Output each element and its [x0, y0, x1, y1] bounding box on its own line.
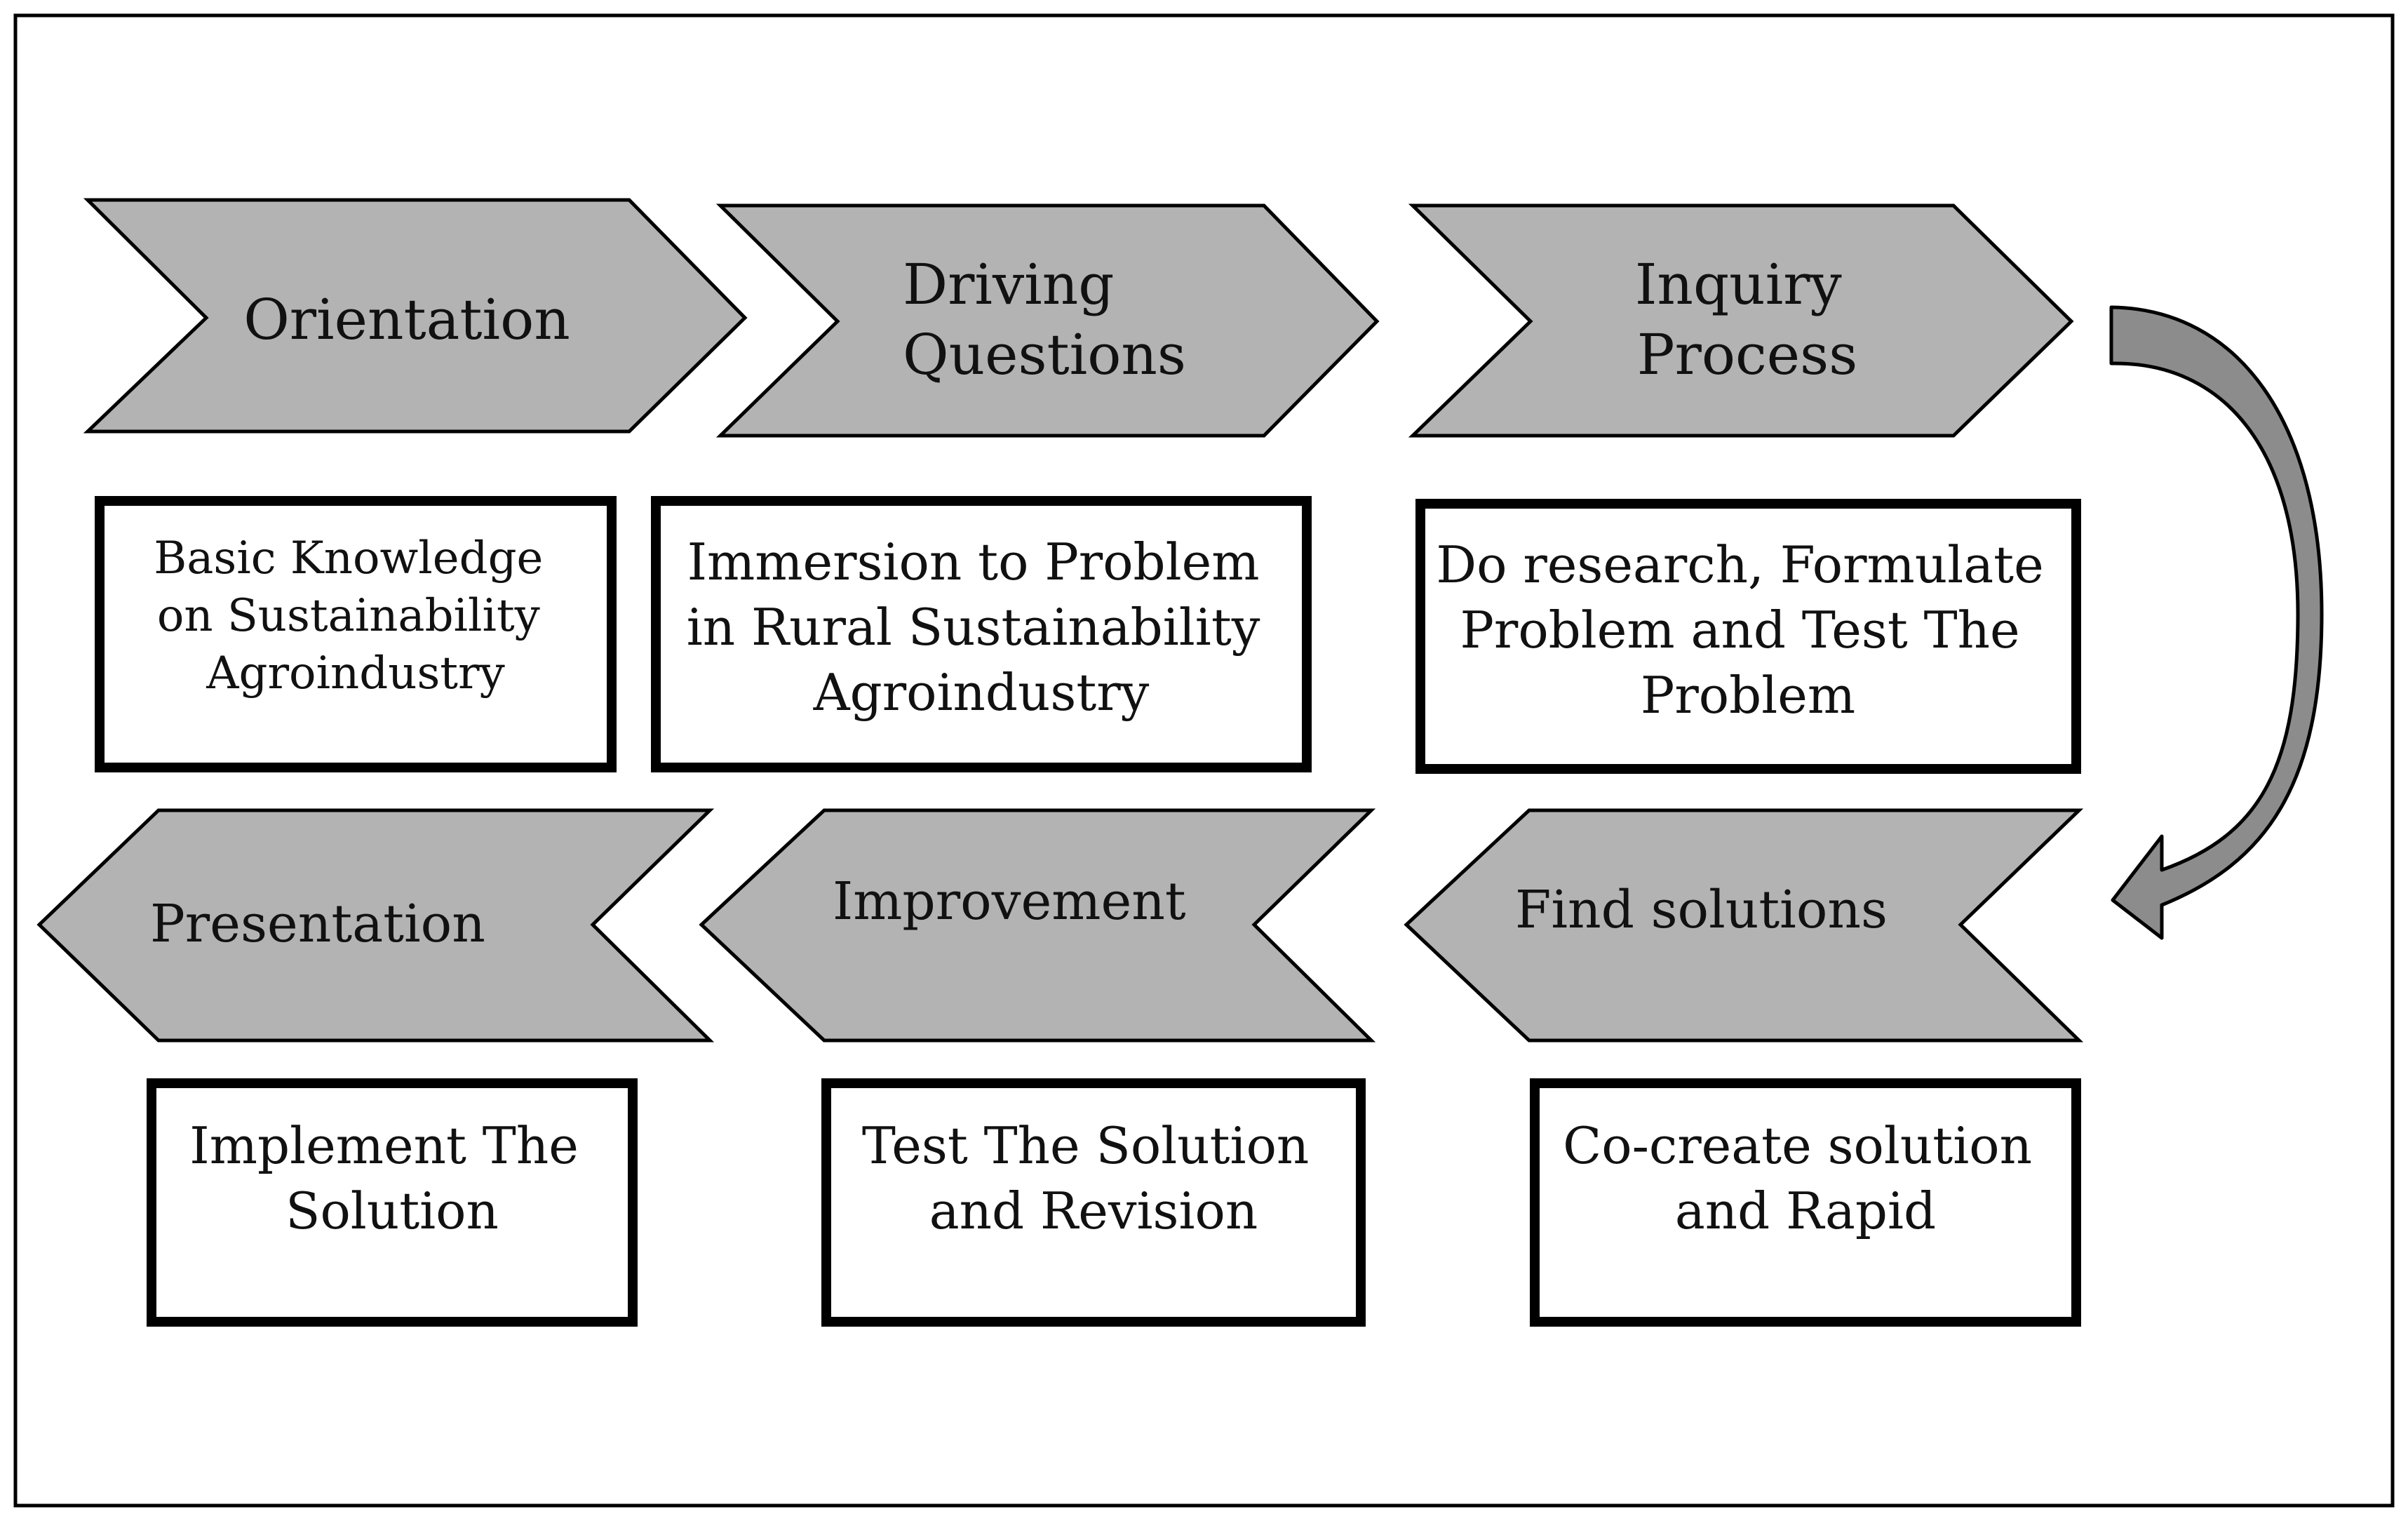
step-inquiry-process: Inquiry Process	[1408, 203, 2074, 438]
step-orientation: Orientation	[83, 198, 748, 434]
step-improvement: Improvement	[699, 808, 1376, 1043]
desc-inquiry-process-text: Do research, Formulate Problem and Test …	[1436, 535, 2059, 725]
desc-box-presentation-border	[147, 1078, 638, 1327]
step-driving-questions: Driving Questions	[715, 203, 1380, 438]
desc-box-find-solutions: Co-create solution and Rapid	[1530, 1078, 2081, 1327]
chevron-orientation	[83, 198, 748, 434]
desc-orientation-text: Basic Knowledge on Sustainability Agroin…	[154, 532, 558, 699]
desc-box-orientation: Basic Knowledge on Sustainability Agroin…	[95, 496, 617, 772]
desc-box-inquiry-process-border	[1415, 499, 2081, 774]
chevron-driving-questions	[715, 203, 1380, 438]
curved-down-arrow-icon	[2109, 305, 2324, 940]
step-driving-questions-title: Driving Questions	[903, 252, 1186, 387]
desc-box-inquiry-process: Do research, Formulate Problem and Test …	[1415, 499, 2081, 774]
step-improvement-title: Improvement	[833, 871, 1186, 932]
desc-improvement-text: Test The Solution and Revision	[862, 1116, 1325, 1240]
desc-box-orientation-border	[95, 496, 617, 772]
desc-driving-questions-text: Immersion to Problem in Rural Sustainabi…	[687, 532, 1277, 722]
step-presentation-title: Presentation	[150, 894, 485, 954]
chevron-inquiry-process	[1408, 203, 2074, 438]
desc-box-presentation: Implement The Solution	[147, 1078, 638, 1327]
step-presentation: Presentation	[36, 808, 715, 1043]
step-orientation-title: Orientation	[243, 287, 570, 352]
chevron-improvement	[699, 808, 1376, 1043]
desc-box-driving-questions-border	[651, 496, 1312, 772]
desc-presentation-text: Implement The Solution	[189, 1116, 594, 1240]
step-inquiry-process-title: Inquiry Process	[1635, 252, 1859, 387]
desc-box-improvement: Test The Solution and Revision	[821, 1078, 1366, 1327]
desc-box-driving-questions: Immersion to Problem in Rural Sustainabi…	[651, 496, 1312, 772]
desc-box-improvement-border	[821, 1078, 1366, 1327]
chevron-presentation	[36, 808, 715, 1043]
step-find-solutions-title: Find solutions	[1515, 880, 1888, 940]
desc-find-solutions-text: Co-create solution and Rapid	[1563, 1116, 2048, 1240]
step-find-solutions: Find solutions	[1404, 808, 2084, 1043]
desc-box-find-solutions-border	[1530, 1078, 2081, 1327]
chevron-find-solutions	[1404, 808, 2084, 1043]
